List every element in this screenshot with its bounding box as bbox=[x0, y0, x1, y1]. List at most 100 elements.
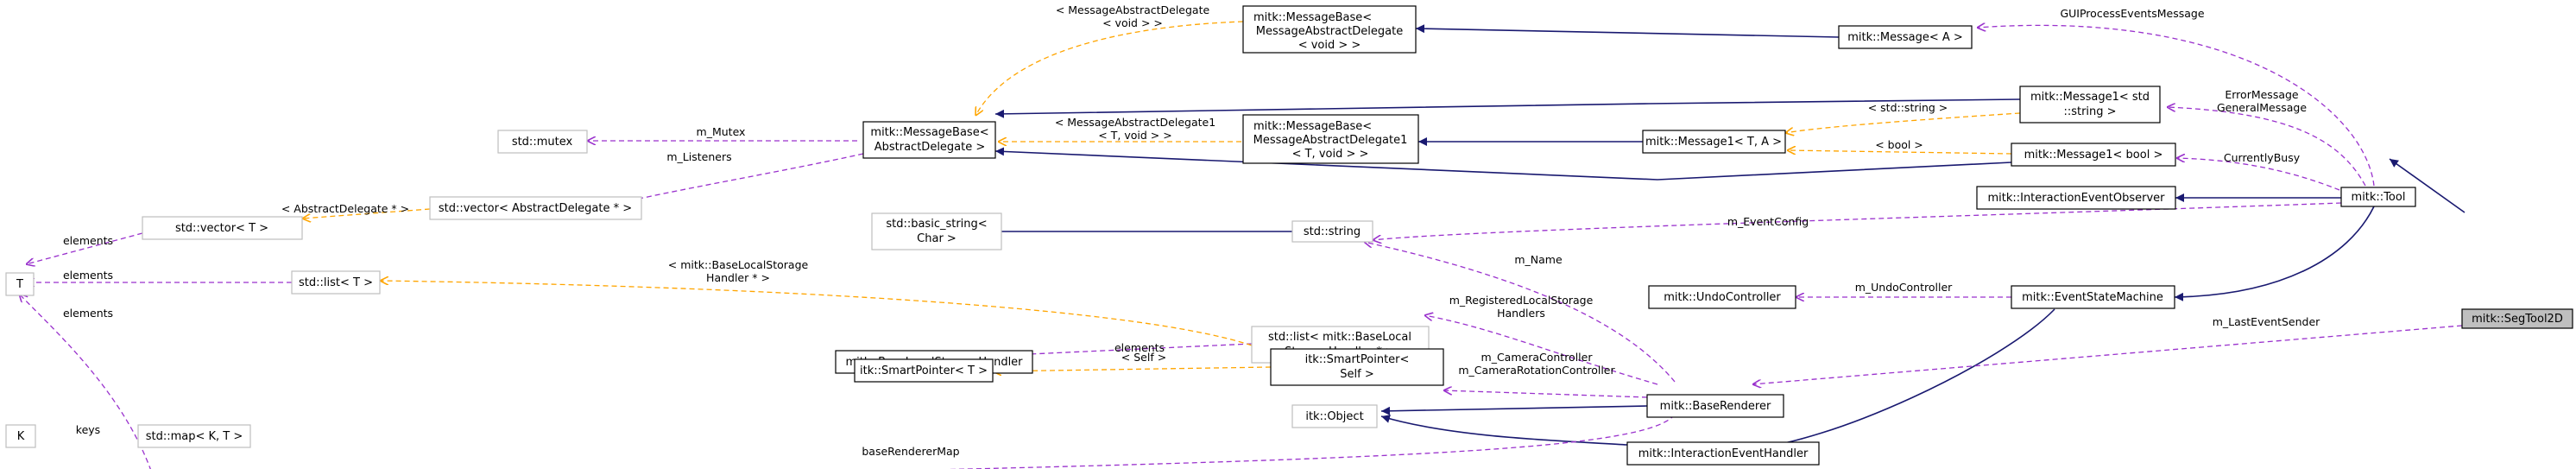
edge-template-list bbox=[380, 281, 1253, 346]
edge-registered-handlers bbox=[1424, 315, 1658, 385]
node-std-vector-abs[interactable]: std::vector< AbstractDelegate * > bbox=[429, 196, 642, 220]
nodes: mitk::SegTool2D mitk::Tool mitk::Message… bbox=[5, 5, 2573, 466]
edge-template-string bbox=[1785, 112, 2021, 133]
edge-label: m_Name bbox=[1514, 253, 1563, 266]
node-label: std::list< mitk::BaseLocal bbox=[1268, 331, 1411, 344]
edge-label: GUIProcessEventsMessage bbox=[2060, 7, 2204, 20]
edge-template-bool bbox=[1787, 150, 2012, 154]
node-std-vector-t[interactable]: std::vector< T > bbox=[142, 216, 303, 240]
node-label: mitk::Message1< std bbox=[2030, 91, 2150, 104]
node-messagebase-void[interactable]: mitk::MessageBase< MessageAbstractDelega… bbox=[1242, 5, 1417, 54]
node-label: AbstractDelegate > bbox=[874, 141, 986, 154]
node-label: mitk::InteractionEventHandler bbox=[1638, 447, 1809, 460]
node-label: std::vector< T > bbox=[175, 222, 268, 235]
node-label: std::mutex bbox=[512, 136, 573, 149]
edge-errormessage bbox=[2167, 107, 2366, 187]
edge-label: m_CameraRotationController bbox=[1458, 364, 1615, 377]
edge-template-smartpointer bbox=[993, 366, 1272, 371]
node-label: mitk::EventStateMachine bbox=[2022, 291, 2163, 304]
node-interaction-event-observer[interactable]: mitk::InteractionEventObserver bbox=[1976, 186, 2176, 210]
edge-label: < void > > bbox=[1102, 16, 1163, 29]
node-label: mitk::Message1< T, A > bbox=[1645, 136, 1782, 149]
edge-map-elements bbox=[19, 294, 151, 469]
node-label: K bbox=[17, 430, 25, 443]
node-label: mitk::Message1< bool > bbox=[2024, 149, 2163, 162]
node-label: mitk::UndoController bbox=[1664, 291, 1781, 304]
node-label: std::basic_string< bbox=[886, 218, 987, 231]
node-std-basic-string[interactable]: std::basic_string< Char > bbox=[871, 212, 1002, 250]
edge-label: < MessageAbstractDelegate1 bbox=[1055, 116, 1215, 129]
edge-label: < AbstractDelegate * > bbox=[281, 202, 409, 215]
edge-labels: < MessageAbstractDelegate < void > > GUI… bbox=[63, 3, 2320, 458]
node-event-state-machine[interactable]: mitk::EventStateMachine bbox=[2011, 285, 2175, 309]
edge-label: CurrentlyBusy bbox=[2224, 151, 2301, 164]
node-label: < T, void > > bbox=[1292, 148, 1369, 161]
edge-label: baseRendererMap bbox=[862, 445, 959, 458]
node-label: mitk::SegTool2D bbox=[2472, 313, 2563, 326]
edge-label: m_LastEventSender bbox=[2213, 315, 2320, 328]
node-tool[interactable]: mitk::Tool bbox=[2340, 187, 2416, 207]
edge-segtool2d-tool bbox=[2389, 158, 2466, 213]
node-std-list-t[interactable]: std::list< T > bbox=[291, 270, 381, 295]
edge-bls-elements bbox=[974, 343, 1253, 357]
node-label: itk::Object bbox=[1305, 410, 1363, 423]
node-message-a[interactable]: mitk::Message< A > bbox=[1838, 25, 1973, 49]
node-message1-ta[interactable]: mitk::Message1< T, A > bbox=[1642, 130, 1786, 154]
edge-label: < std::string > bbox=[1868, 101, 1948, 114]
node-label: Char > bbox=[917, 232, 957, 245]
node-segtool2d[interactable]: mitk::SegTool2D bbox=[2461, 308, 2573, 329]
node-undo-controller[interactable]: mitk::UndoController bbox=[1648, 285, 1796, 309]
edge-label: m_CameraController bbox=[1481, 351, 1594, 364]
node-label: mitk::Tool bbox=[2352, 191, 2406, 204]
node-std-string[interactable]: std::string bbox=[1291, 220, 1373, 243]
edge-label: elements bbox=[1114, 341, 1165, 354]
node-label: itk::SmartPointer< T > bbox=[860, 364, 988, 377]
edge-label: Handler * > bbox=[706, 271, 770, 284]
edge-template-vector bbox=[302, 208, 431, 219]
edge-name bbox=[1364, 242, 1676, 383]
node-messagebase-abs[interactable]: mitk::MessageBase< AbstractDelegate > bbox=[862, 121, 996, 159]
node-label: MessageAbstractDelegate bbox=[1256, 25, 1403, 38]
node-message1-string[interactable]: mitk::Message1< std ::string > bbox=[2019, 86, 2161, 124]
node-itk-smartpointer-self[interactable]: itk::SmartPointer< Self > bbox=[1270, 348, 1444, 386]
edge-label: elements bbox=[63, 269, 113, 282]
node-label: std::string bbox=[1304, 225, 1361, 238]
edge-label: ErrorMessage bbox=[2225, 88, 2299, 101]
node-label: mitk::BaseRenderer bbox=[1660, 400, 1771, 413]
edge-label: GeneralMessage bbox=[2217, 101, 2307, 114]
edge-label: < Self > bbox=[1121, 351, 1166, 364]
edge-label: m_UndoController bbox=[1855, 281, 1953, 294]
edge-label: m_EventConfig bbox=[1727, 215, 1809, 228]
edge-label: m_Listeners bbox=[666, 150, 731, 163]
edge-label: m_Mutex bbox=[697, 125, 746, 138]
edge-eventconfig bbox=[1373, 202, 2342, 240]
node-label: mitk::Message< A > bbox=[1847, 31, 1963, 44]
edge-message-messagebase-void bbox=[1415, 24, 1840, 38]
node-itk-object[interactable]: itk::Object bbox=[1291, 404, 1378, 428]
edge-renderer-map bbox=[946, 414, 1676, 469]
edge-baserenderer-itkobject bbox=[1380, 405, 1648, 415]
node-std-map[interactable]: std::map< K, T > bbox=[137, 424, 251, 448]
edge-guiprocessevents bbox=[1977, 25, 2375, 187]
node-interaction-event-handler[interactable]: mitk::InteractionEventHandler bbox=[1626, 441, 1820, 466]
edge-interactioneventhandler-itkobject bbox=[1380, 415, 1628, 446]
edge-vectort-elements bbox=[26, 232, 143, 264]
edge-lastevent-sender bbox=[1752, 325, 2463, 384]
edge-label: < mitk::BaseLocalStorage bbox=[668, 258, 809, 271]
node-message1-bool[interactable]: mitk::Message1< bool > bbox=[2011, 143, 2176, 167]
node-t[interactable]: T bbox=[5, 272, 35, 296]
node-itk-smartpointer-t[interactable]: itk::SmartPointer< T > bbox=[854, 358, 994, 383]
node-label: std::map< K, T > bbox=[146, 430, 243, 443]
edge-label: < bool > bbox=[1875, 138, 1923, 151]
edge-label: < T, void > > bbox=[1098, 129, 1171, 142]
node-label: Self > bbox=[1340, 368, 1373, 381]
edge-label: < MessageAbstractDelegate bbox=[1056, 3, 1210, 16]
edge-label: Handlers bbox=[1497, 307, 1545, 320]
node-std-mutex[interactable]: std::mutex bbox=[497, 130, 588, 154]
node-messagebase1[interactable]: mitk::MessageBase< MessageAbstractDelega… bbox=[1242, 114, 1419, 164]
node-k[interactable]: K bbox=[5, 424, 36, 448]
node-base-renderer[interactable]: mitk::BaseRenderer bbox=[1646, 394, 1784, 418]
node-label: std::vector< AbstractDelegate * > bbox=[439, 202, 632, 215]
